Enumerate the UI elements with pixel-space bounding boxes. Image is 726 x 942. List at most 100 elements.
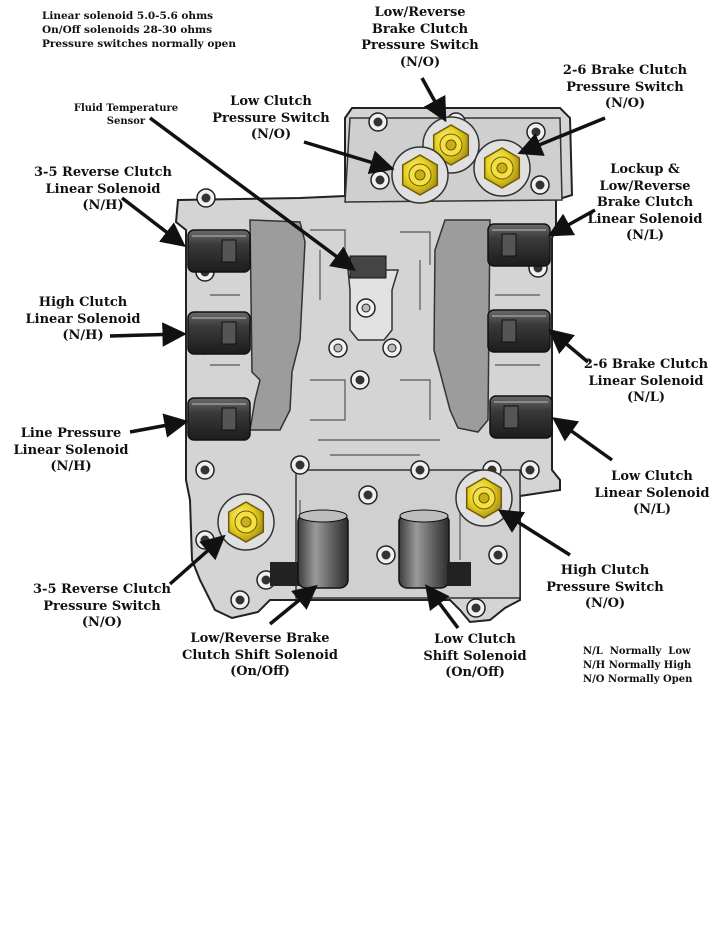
- bolt: [290, 455, 310, 475]
- left-separator-plate: [249, 219, 306, 431]
- label-line: (N/O): [604, 96, 646, 111]
- label-line: 3-5 Reverse Clutch: [34, 165, 172, 180]
- callout-arrows: [109, 77, 614, 630]
- low-clutch-shift-solenoid-connector: [447, 562, 471, 586]
- label-3-5-reverse-linear-solenoid: 3-5 Reverse Clutch Linear Solenoid (N/H): [28, 165, 178, 215]
- label-line: 2-6 Brake Clutch: [562, 63, 688, 78]
- label-line: (N/H): [82, 198, 124, 213]
- label-line: Lockup &: [610, 162, 680, 177]
- label-line: (N/L): [625, 228, 665, 243]
- label-lockup-linear-solenoid: Lockup & Low/Reverse Brake Clutch Linear…: [580, 162, 710, 245]
- label-line: Low/Reverse: [599, 178, 691, 194]
- bolt: [350, 370, 370, 390]
- label-high-clutch-linear-solenoid: High Clutch Linear Solenoid (N/H): [18, 295, 148, 345]
- label-line: (N/O): [584, 596, 626, 611]
- label-line: Low Clutch: [434, 632, 516, 647]
- legend-entry: N/L Normally Low: [583, 646, 691, 657]
- label-line: Fluid Temperature: [73, 103, 179, 114]
- switch-low-clutch: [391, 146, 449, 204]
- bolt: [488, 545, 508, 565]
- label-line: Sensor: [106, 116, 146, 127]
- label-line: (N/O): [250, 127, 292, 142]
- solenoid-line-pressure: [187, 397, 251, 441]
- label-high-clutch-pressure-switch: High Clutch Pressure Switch (N/O): [540, 563, 670, 613]
- label-line: Low Clutch: [230, 94, 312, 109]
- solenoid-high-clutch: [187, 311, 251, 355]
- callout-arrow: [268, 584, 318, 626]
- bolt: [195, 460, 215, 480]
- label-low-reverse-shift-solenoid: Low/Reverse Brake Clutch Shift Solenoid …: [178, 631, 342, 681]
- callout-arrow: [120, 196, 186, 247]
- center-nuts: [328, 298, 402, 358]
- legend-entry: N/O Normally Open: [583, 674, 693, 685]
- label-line: (On/Off): [445, 665, 505, 680]
- solenoid-lockup: [487, 223, 551, 267]
- label-line: Pressure Switch: [361, 38, 479, 53]
- linear-solenoids: [187, 223, 553, 441]
- bolt: [520, 460, 540, 480]
- label-line: (N/H): [50, 459, 92, 474]
- callout-arrow: [168, 534, 226, 586]
- label-line: Pressure Switch: [43, 598, 161, 614]
- label-line: Linear Solenoid: [587, 211, 703, 227]
- solenoid-3-5-reverse: [187, 229, 251, 273]
- callout-arrow: [547, 208, 596, 237]
- bolt: [358, 485, 378, 505]
- callout-arrow: [109, 322, 187, 347]
- label-line: Low/Reverse Brake: [190, 631, 330, 646]
- bolt: [196, 188, 216, 208]
- label-line: (N/O): [81, 615, 123, 630]
- label-low-reverse-brake-pressure-switch: Low/Reverse Brake Clutch Pressure Switch…: [355, 5, 485, 71]
- label-line: Pressure Switch: [566, 79, 684, 95]
- switch-high-clutch: [455, 469, 513, 527]
- label-line: (On/Off): [230, 664, 290, 679]
- label-3-5-reverse-pressure-switch: 3-5 Reverse Clutch Pressure Switch (N/O): [24, 582, 180, 632]
- callout-arrow: [129, 413, 189, 438]
- label-line: Linear Solenoid: [45, 181, 161, 197]
- label-fluid-temperature-sensor: Fluid Temperature Sensor: [66, 102, 186, 128]
- switch-2-6-brake: [473, 139, 531, 197]
- bolt: [376, 545, 396, 565]
- label-2-6-brake-linear-solenoid: 2-6 Brake Clutch Linear Solenoid (N/L): [578, 357, 714, 407]
- label-line: Low Clutch: [611, 469, 693, 484]
- label-line: (N/L): [626, 390, 666, 405]
- bolt: [530, 175, 550, 195]
- label-low-clutch-pressure-switch: Low Clutch Pressure Switch (N/O): [211, 94, 331, 144]
- note-line: Linear solenoid 5.0-5.6 ohms: [42, 10, 214, 22]
- label-line: (N/H): [62, 328, 104, 343]
- label-low-clutch-linear-solenoid: Low Clutch Linear Solenoid (N/L): [590, 469, 714, 519]
- label-line: Brake Clutch: [371, 21, 469, 37]
- callout-arrow: [425, 584, 460, 630]
- label-line: Shift Solenoid: [423, 648, 527, 664]
- callout-arrow: [517, 116, 606, 156]
- note-line: Pressure switches normally open: [42, 38, 236, 50]
- label-line: High Clutch: [560, 563, 650, 578]
- label-line: Low/Reverse: [374, 5, 466, 20]
- solenoid-low-clutch: [489, 395, 553, 439]
- callout-arrow: [552, 417, 614, 462]
- fluid-temp-sensor-body: [349, 255, 387, 279]
- bolt: [466, 598, 486, 618]
- bolt: [368, 112, 388, 132]
- callout-arrow: [497, 509, 571, 557]
- label-low-clutch-shift-solenoid: Low Clutch Shift Solenoid (On/Off): [415, 632, 535, 682]
- low-reverse-shift-solenoid-connector: [270, 562, 300, 586]
- solenoid-2-6-brake: [487, 309, 551, 353]
- label-line: High Clutch: [38, 295, 128, 310]
- label-line: Clutch Shift Solenoid: [182, 647, 338, 663]
- bolt: [526, 122, 546, 142]
- label-line: Brake Clutch: [596, 195, 694, 210]
- callout-arrow: [548, 328, 590, 364]
- bolt: [230, 590, 250, 610]
- callout-arrow: [148, 116, 356, 271]
- low-clutch-shift-solenoid: [398, 513, 450, 589]
- label-line-pressure-linear-solenoid: Line Pressure Linear Solenoid (N/H): [8, 426, 134, 476]
- label-line: Linear Solenoid: [13, 442, 129, 458]
- label-line: Line Pressure: [20, 426, 122, 441]
- label-line: Pressure Switch: [212, 110, 330, 126]
- callout-arrow: [303, 140, 395, 175]
- bolt: [370, 170, 390, 190]
- label-line: Pressure Switch: [546, 579, 664, 595]
